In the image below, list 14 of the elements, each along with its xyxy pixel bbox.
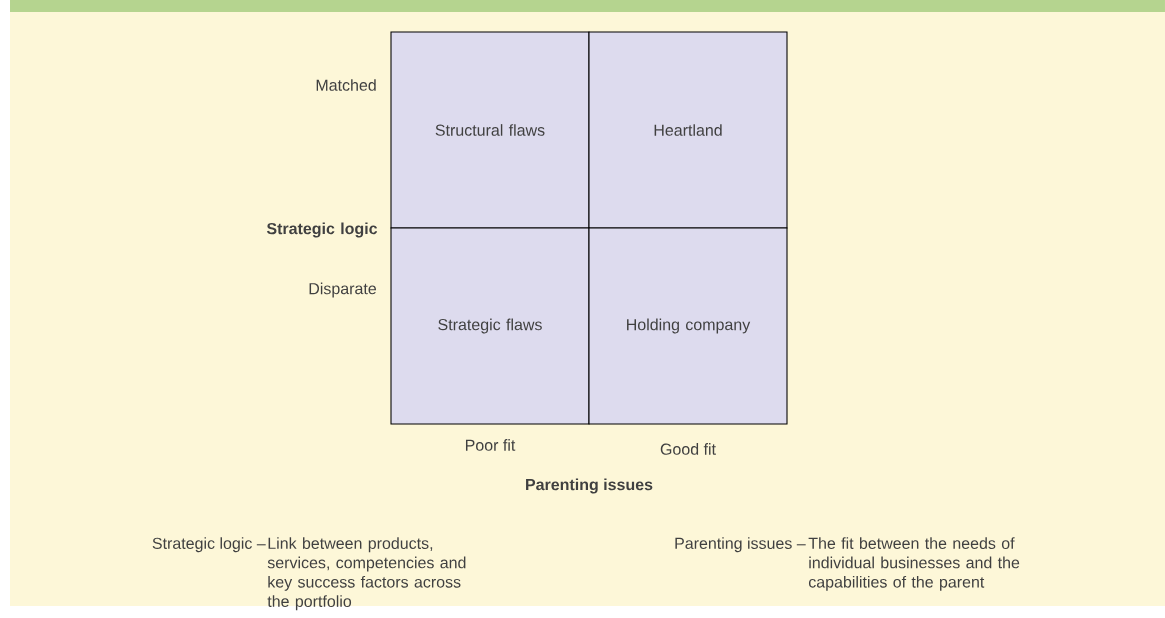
matrix-cell: Holding company	[588, 227, 788, 425]
matrix-cell: Strategic flaws	[390, 227, 590, 425]
axis-label: Matched	[316, 79, 376, 91]
definition-text: The fit between the needs of individual businesses and the capabilities of the parent	[808, 537, 1020, 591]
axis-title: Parenting issues	[526, 478, 653, 494]
definition-term: Strategic logic –	[152, 537, 266, 553]
matrix-cell: Heartland	[588, 31, 788, 229]
axis-title: Strategic logic	[266, 222, 378, 238]
definition-text: Link between products, services, competencies and key success factors across the portfolio	[267, 537, 466, 611]
matrix-cell: Structural flaws	[390, 31, 590, 229]
axis-label: Disparate	[309, 282, 376, 298]
axis-label: Good fit	[660, 443, 716, 455]
axis-label: Poor fit	[466, 439, 516, 451]
definition-term: Parenting issues –	[675, 537, 806, 553]
